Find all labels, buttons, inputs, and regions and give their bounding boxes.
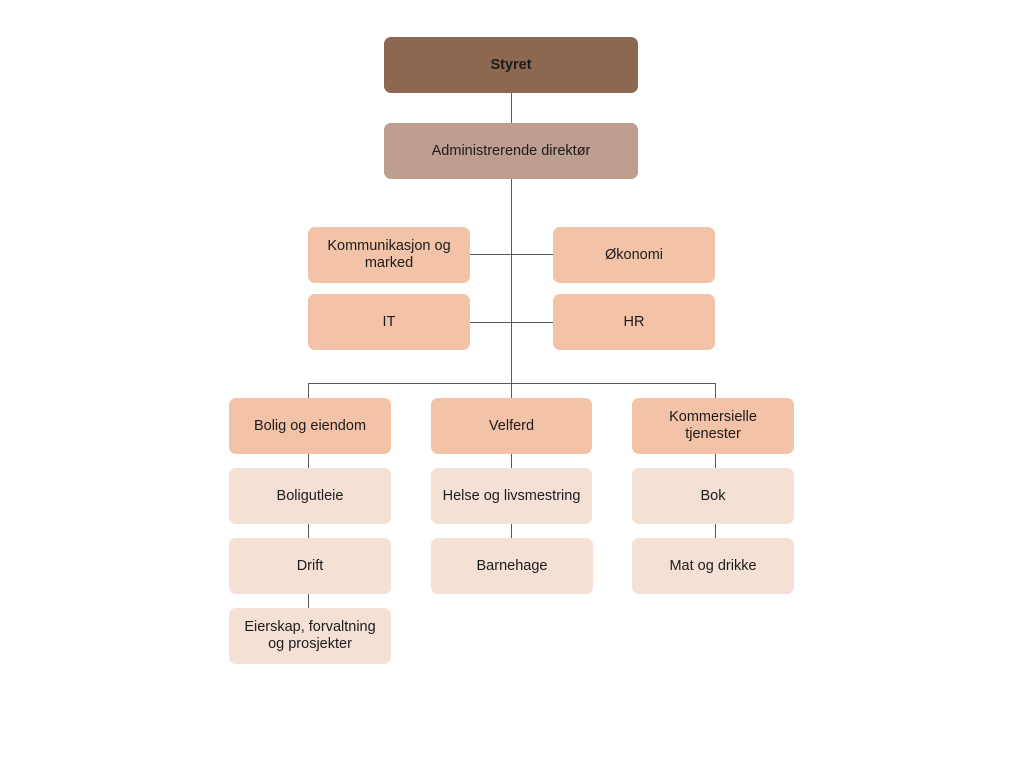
connector-div3-unit2 [715, 524, 716, 538]
staff-communication-box: Kommunikasjon og marked [308, 227, 470, 283]
board-box: Styret [384, 37, 638, 93]
connector-div2-unit2 [511, 524, 512, 538]
connector-to-division-1 [308, 383, 309, 398]
connector-to-division-2 [511, 383, 512, 398]
connector-div3-unit1 [715, 454, 716, 468]
staff-hr-box: HR [553, 294, 715, 350]
ceo-box: Administrerende direktør [384, 123, 638, 179]
connector-board-to-ceo [511, 92, 512, 123]
unit-box: Mat og drikke [632, 538, 794, 594]
connector-to-division-3 [715, 383, 716, 398]
connector-staff-row-1 [469, 254, 554, 255]
connector-divisions-bar [308, 383, 716, 384]
unit-box: Eierskap, forvaltning og prosjekter [229, 608, 391, 664]
unit-box: Drift [229, 538, 391, 594]
unit-box: Bok [632, 468, 794, 524]
connector-div1-unit1 [308, 454, 309, 468]
unit-box: Boligutleie [229, 468, 391, 524]
unit-box: Helse og livsmestring [431, 468, 592, 524]
division-welfare-box: Velferd [431, 398, 592, 454]
connector-div1-unit3 [308, 594, 309, 608]
connector-div1-unit2 [308, 524, 309, 538]
connector-div2-unit1 [511, 454, 512, 468]
staff-it-box: IT [308, 294, 470, 350]
division-housing-box: Bolig og eiendom [229, 398, 391, 454]
unit-box: Barnehage [431, 538, 593, 594]
staff-finance-box: Økonomi [553, 227, 715, 283]
connector-main-trunk [511, 178, 512, 384]
division-commercial-box: Kommersielle tjenester [632, 398, 794, 454]
connector-staff-row-2 [469, 322, 554, 323]
